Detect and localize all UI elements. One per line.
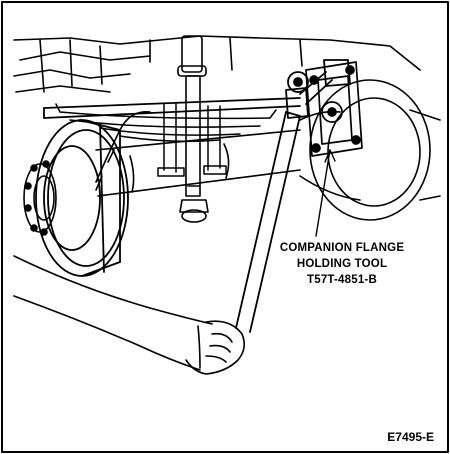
figure-id: E7495-E bbox=[387, 430, 434, 444]
holding-tool-arm bbox=[299, 59, 351, 105]
chassis-frame bbox=[13, 35, 421, 93]
tool-handle bbox=[235, 111, 301, 333]
tool-callout-label: COMPANION FLANGE HOLDING TOOL T57T-4851-… bbox=[262, 240, 422, 288]
brake-drum bbox=[35, 119, 129, 277]
holding-tool-crossbar bbox=[43, 71, 309, 119]
shock-absorber bbox=[177, 35, 209, 223]
callout-line-2: HOLDING TOOL bbox=[296, 258, 388, 270]
companion-flange bbox=[305, 61, 363, 157]
hand bbox=[13, 255, 246, 375]
u-bolts bbox=[157, 103, 227, 177]
differential-carrier bbox=[299, 79, 441, 221]
callout-line-3: T57T-4851-B bbox=[307, 274, 377, 286]
wheel-hub bbox=[23, 160, 57, 236]
callout-line-1: COMPANION FLANGE bbox=[279, 242, 405, 254]
callout-leader bbox=[315, 149, 336, 237]
axle-tube bbox=[95, 129, 301, 197]
